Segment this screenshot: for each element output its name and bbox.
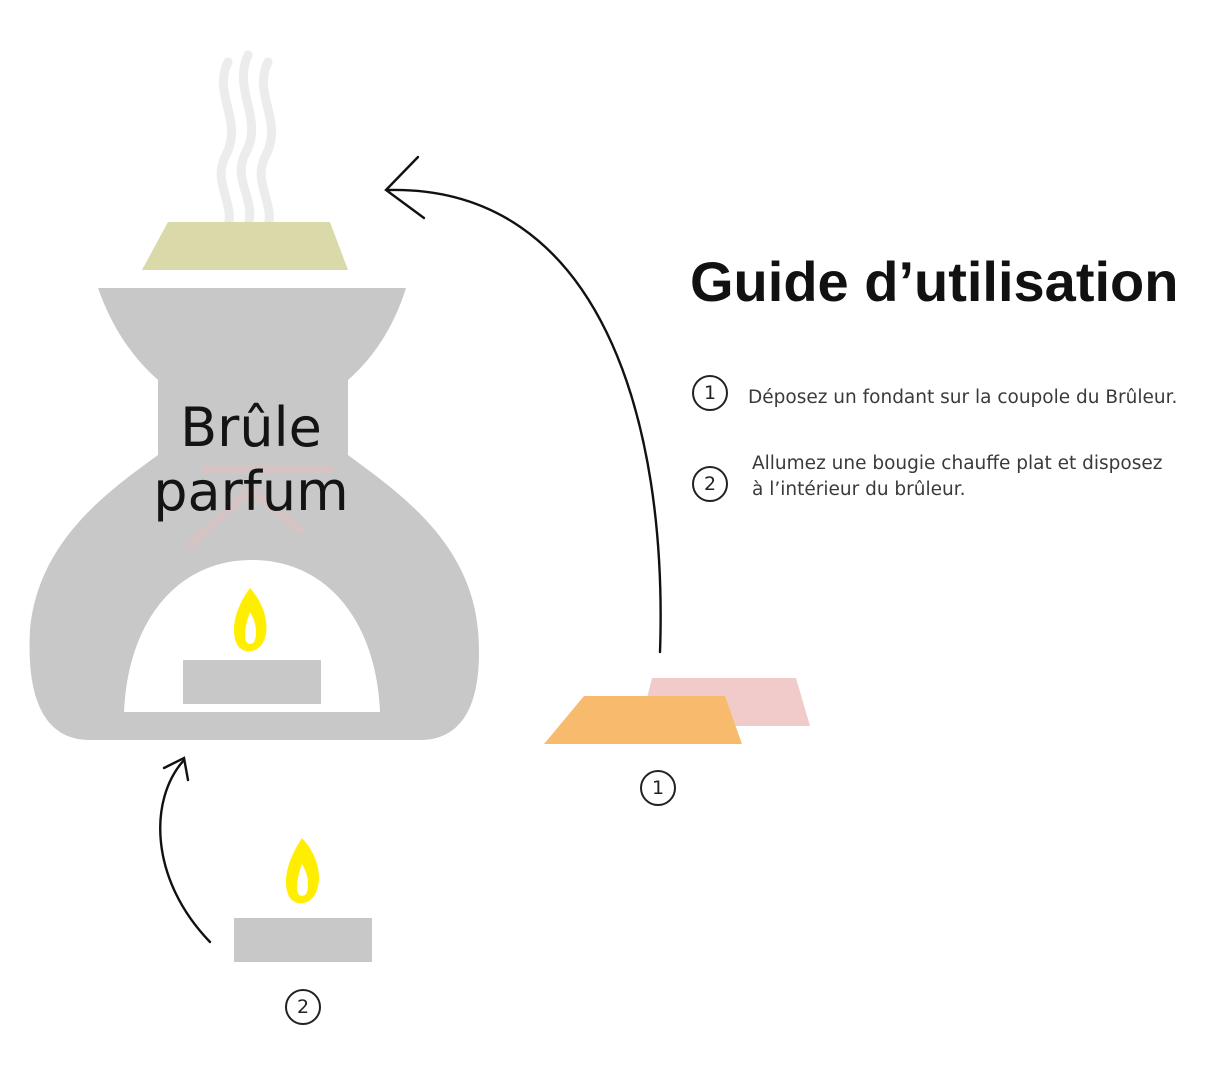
step-marker-2: 2 bbox=[285, 989, 321, 1025]
burner-neck bbox=[158, 378, 348, 458]
step-text-1: Déposez un fondant sur la coupole du Brû… bbox=[748, 387, 1178, 408]
burner-cup bbox=[98, 288, 406, 380]
step-text-2: Allumez une bougie chauffe plat et dispo… bbox=[752, 453, 1163, 500]
page-title: Guide d’utilisation bbox=[690, 250, 1179, 313]
flame-icon bbox=[285, 838, 319, 904]
tealight-inside bbox=[183, 660, 321, 704]
step-number-1: 1 bbox=[692, 375, 728, 411]
tealight-step-2 bbox=[234, 918, 372, 962]
wax-melt-top bbox=[142, 222, 348, 270]
wax-melt-orange bbox=[544, 696, 742, 744]
arrow-icon bbox=[159, 756, 212, 944]
steam-icon bbox=[216, 50, 277, 240]
burner-decoration bbox=[186, 466, 334, 549]
step-number-2: 2 bbox=[692, 466, 728, 502]
flame-icon bbox=[233, 588, 267, 652]
step-marker-1: 1 bbox=[640, 770, 676, 806]
burner-label: Brûle parfum bbox=[153, 396, 349, 523]
arrow-icon bbox=[384, 155, 662, 654]
